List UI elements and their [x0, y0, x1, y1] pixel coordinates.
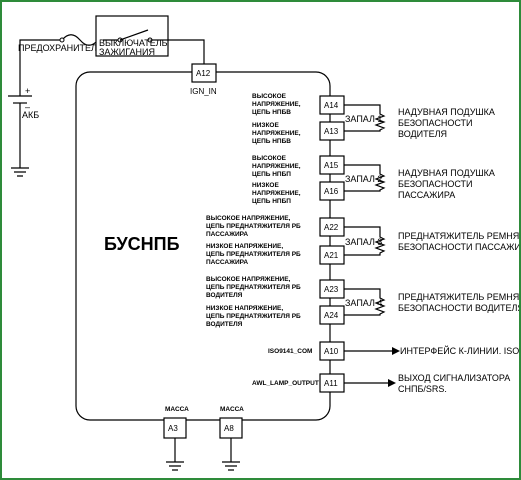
- squib-4-label: ЗАПАЛ 4: [345, 298, 382, 308]
- device-2-line-2: БЕЗОПАСНОСТИ: [398, 179, 473, 189]
- sig-a24-1: НИЗКОЕ НАПРЯЖЕНИЕ,: [206, 305, 283, 312]
- switch-label-1: ВЫКЛЮЧАТЕЛЬ: [99, 38, 168, 48]
- mass-left-label: МАССА: [165, 406, 189, 413]
- pin-a22-label: A22: [324, 223, 339, 232]
- sig-a14-2: НАПРЯЖЕНИЕ,: [252, 101, 301, 108]
- sig-a14-3: ЦЕПЬ НПБВ: [252, 109, 291, 116]
- pin-a21-label: A21: [324, 251, 339, 260]
- sig-a23-1: ВЫСОКОЕ НАПРЯЖЕНИЕ,: [206, 276, 291, 283]
- pin-a23-label: A23: [324, 285, 339, 294]
- pin-a3-label: A3: [168, 424, 178, 433]
- sig-a16-2: НАПРЯЖЕНИЕ,: [252, 190, 301, 197]
- device-2-line-3: ПАССАЖИРА: [398, 190, 455, 200]
- sig-a23-2: ЦЕПЬ ПРЕДНАТЯЖИТЕЛЯ РБ: [206, 284, 301, 291]
- battery-ground-icon: [11, 167, 29, 177]
- sig-a24-3: ВОДИТЕЛЯ: [206, 321, 243, 328]
- battery-label: АКБ: [22, 110, 39, 120]
- pin-a16-label: A16: [324, 187, 339, 196]
- lamp-label-1: ВЫХОД СИГНАЛИЗАТОРА: [398, 373, 510, 383]
- ground-icon-a8: [222, 461, 240, 471]
- sig-a15-3: ЦЕПЬ НПБП: [252, 171, 291, 178]
- ignition-switch-contact: [119, 29, 149, 41]
- sig-a21-1: НИЗКОЕ НАПРЯЖЕНИЕ,: [206, 243, 283, 250]
- squib-4: ЗАПАЛ 4: [344, 288, 386, 316]
- sig-a21-2: ЦЕПЬ ПРЕДНАТЯЖИТЕЛЯ РБ: [206, 251, 301, 258]
- lamp-arrow-icon: [388, 379, 396, 387]
- pin-a24-label: A24: [324, 311, 339, 320]
- device-4-line-1: ПРЕДНАТЯЖИТЕЛЬ РЕМНЯ: [398, 292, 519, 302]
- device-1-line-2: БЕЗОПАСНОСТИ: [398, 118, 473, 128]
- sig-a23-3: ВОДИТЕЛЯ: [206, 292, 243, 299]
- sig-a16-1: НИЗКОЕ: [252, 182, 279, 189]
- battery-plus: +: [25, 86, 30, 96]
- device-1-line-3: ВОДИТЕЛЯ: [398, 129, 447, 139]
- device-1-line-1: НАДУВНАЯ ПОДУШКА: [398, 107, 495, 117]
- ground-icon-a3: [166, 461, 184, 471]
- sig-a14-1: ВЫСОКОЕ: [252, 93, 287, 100]
- ign-wire: [168, 39, 205, 64]
- signal-labels: ВЫСОКОЕ НАПРЯЖЕНИЕ, ЦЕПЬ НПБВ НИЗКОЕ НАП…: [206, 93, 319, 387]
- pin-a10-label: A10: [324, 347, 339, 356]
- sig-a15-2: НАПРЯЖЕНИЕ,: [252, 163, 301, 170]
- sig-a15-1: ВЫСОКОЕ: [252, 155, 287, 162]
- lamp-label-2: СНПБ/SRS.: [398, 384, 447, 394]
- sig-a16-3: ЦЕПЬ НПБП: [252, 198, 291, 205]
- sig-a24-2: ЦЕПЬ ПРЕДНАТЯЖИТЕЛЯ РБ: [206, 313, 301, 320]
- mass-right-label: МАССА: [220, 406, 244, 413]
- sig-a13-1: НИЗКОЕ: [252, 122, 279, 129]
- module-title: БУСНПБ: [104, 234, 180, 254]
- squib-1: ЗАПАЛ 1: [344, 104, 386, 132]
- squib-2: ЗАПАЛ 2: [344, 164, 386, 192]
- squib-2-label: ЗАПАЛ 2: [345, 174, 382, 184]
- device-3-line-1: ПРЕДНАТЯЖИТЕЛЬ РЕМНЯ: [398, 231, 519, 241]
- pin-a14-label: A14: [324, 101, 339, 110]
- fuse-label: ПРЕДОХРАНИТЕЛЬ: [18, 43, 103, 53]
- pin-a15-label: A15: [324, 161, 339, 170]
- device-3-line-2: БЕЗОПАСНОСТИ ПАССАЖИРА: [398, 242, 519, 252]
- pin-a13-label: A13: [324, 127, 339, 136]
- pin-a11-label: A11: [324, 379, 338, 388]
- fuse-symbol: [61, 34, 99, 46]
- battery-positive-wire: [19, 39, 62, 96]
- sig-a10: ISO9141_COM: [268, 348, 312, 355]
- squib-3: ЗАПАЛ 3: [344, 226, 386, 256]
- squib-1-label: ЗАПАЛ 1: [345, 114, 382, 124]
- pin-a12-label: A12: [196, 69, 211, 78]
- sig-a21-3: ПАССАЖИРА: [206, 259, 248, 266]
- pin-a8-label: A8: [224, 424, 234, 433]
- device-labels: НАДУВНАЯ ПОДУШКА БЕЗОПАСНОСТИ ВОДИТЕЛЯ Н…: [398, 107, 519, 394]
- sig-a22-3: ПАССАЖИРА: [206, 231, 248, 238]
- sig-a13-3: ЦЕПЬ НПБВ: [252, 138, 291, 145]
- sig-a22-2: ЦЕПЬ ПРЕДНАТЯЖИТЕЛЯ РБ: [206, 223, 301, 230]
- pin-a12: [191, 63, 217, 83]
- kline-arrow-icon: [392, 347, 400, 355]
- kline-label: ИНТЕРФЕЙС К-ЛИНИИ. ISO9141: [400, 345, 519, 356]
- sig-a13-2: НАПРЯЖЕНИЕ,: [252, 130, 301, 137]
- device-2-line-1: НАДУВНАЯ ПОДУШКА: [398, 168, 495, 178]
- squib-3-label: ЗАПАЛ 3: [345, 237, 382, 247]
- sig-a22-1: ВЫСОКОЕ НАПРЯЖЕНИЕ,: [206, 215, 291, 222]
- battery-minus: –: [25, 102, 30, 112]
- sig-a11: AWL_LAMP_OUTPUT: [252, 380, 319, 387]
- switch-label-2: ЗАЖИГАНИЯ: [99, 47, 155, 57]
- device-4-line-2: БЕЗОПАСНОСТИ ВОДИТЕЛЯ: [398, 303, 519, 313]
- ign-in-label: IGN_IN: [190, 87, 217, 96]
